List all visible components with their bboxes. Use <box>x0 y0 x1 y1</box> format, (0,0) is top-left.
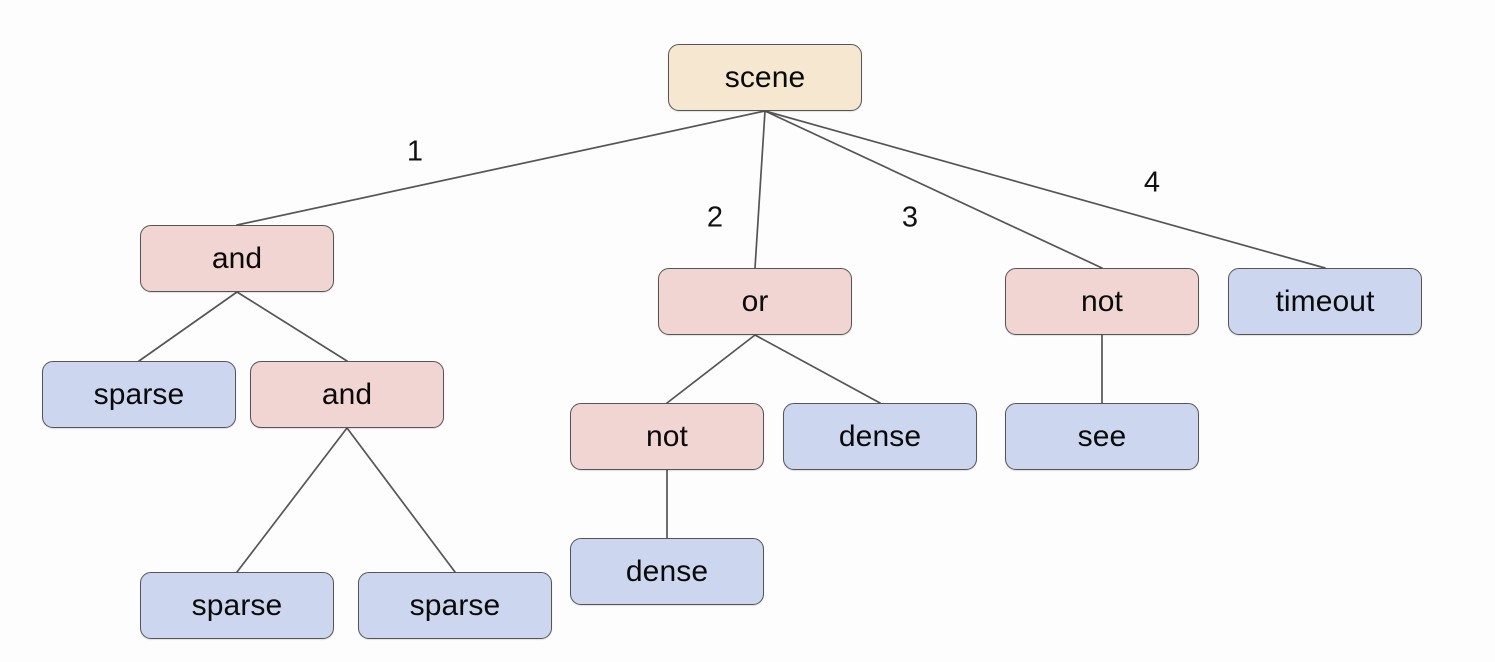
edge-label-2: 2 <box>706 201 724 234</box>
tree-node-label: see <box>1077 419 1127 453</box>
edge-label-1: 1 <box>406 135 424 168</box>
tree-node-label: and <box>321 377 373 411</box>
tree-edge-scene-to-not1 <box>764 110 1103 269</box>
tree-node-sparse2[interactable]: sparse <box>140 572 334 639</box>
tree-edge-and2-to-sparse3 <box>346 427 456 573</box>
tree-node-not2[interactable]: not <box>570 403 764 470</box>
tree-edge-scene-to-timeout <box>764 110 1326 269</box>
tree-node-sparse1[interactable]: sparse <box>42 361 236 428</box>
tree-node-label: not <box>645 419 688 453</box>
tree-edge-or1-to-not2 <box>666 334 756 404</box>
tree-node-label: dense <box>838 419 922 453</box>
tree-node-sparse3[interactable]: sparse <box>358 572 552 639</box>
tree-node-and1[interactable]: and <box>140 225 334 292</box>
tree-node-label: timeout <box>1275 284 1375 318</box>
tree-node-label: sparse <box>409 588 501 622</box>
tree-node-dense1[interactable]: dense <box>783 403 977 470</box>
tree-node-or1[interactable]: or <box>658 268 852 335</box>
tree-node-label: and <box>211 241 263 275</box>
edge-label-3: 3 <box>901 201 919 234</box>
tree-node-timeout[interactable]: timeout <box>1228 268 1422 335</box>
tree-node-label: sparse <box>191 588 283 622</box>
tree-node-and2[interactable]: and <box>250 361 444 428</box>
tree-node-dense2[interactable]: dense <box>570 538 764 605</box>
tree-node-label: not <box>1080 284 1123 318</box>
tree-edge-and1-to-and2 <box>236 291 348 362</box>
tree-node-label: or <box>741 284 769 318</box>
tree-node-label: sparse <box>93 377 185 411</box>
tree-node-scene[interactable]: scene <box>668 44 862 111</box>
tree-edge-and1-to-sparse1 <box>138 291 238 362</box>
tree-edge-scene-to-and1 <box>236 110 766 226</box>
tree-edge-scene-to-or1 <box>754 110 766 269</box>
tree-node-see[interactable]: see <box>1005 403 1199 470</box>
tree-edge-or1-to-dense1 <box>754 334 881 404</box>
tree-node-label: scene <box>724 60 806 94</box>
tree-node-label: dense <box>625 554 709 588</box>
tree-edge-and2-to-sparse2 <box>236 427 348 573</box>
tree-node-not1[interactable]: not <box>1005 268 1199 335</box>
edge-label-4: 4 <box>1143 166 1161 199</box>
